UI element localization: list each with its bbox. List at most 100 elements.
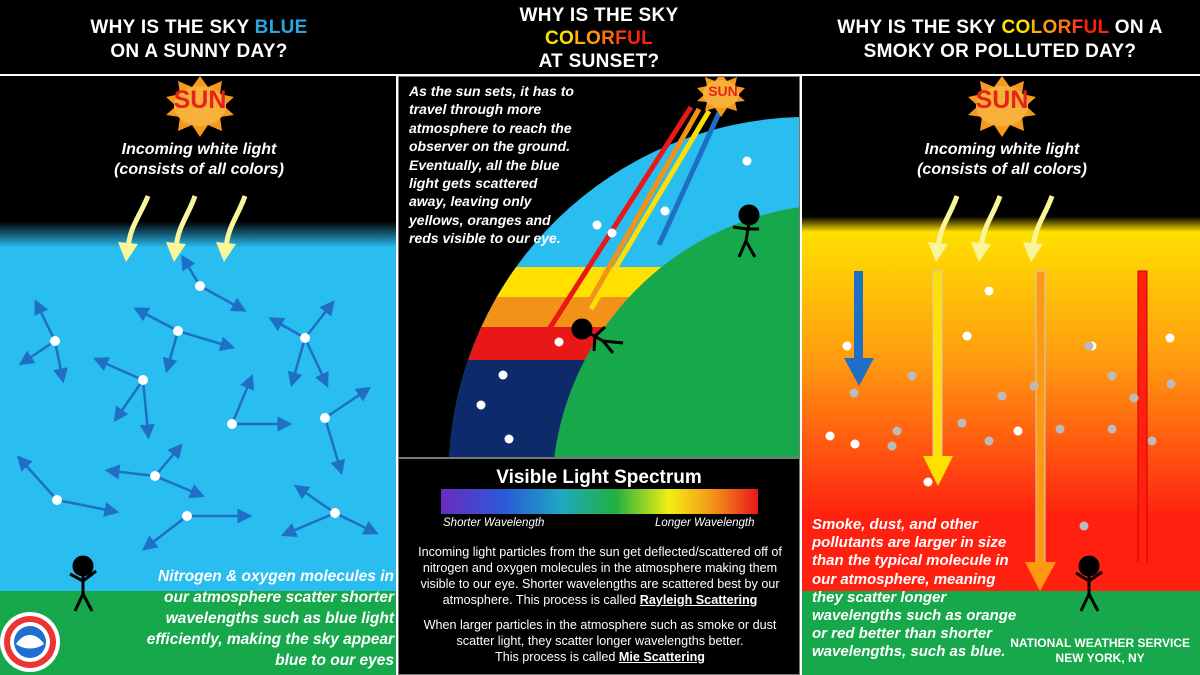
colorful-letter: R xyxy=(601,28,616,49)
right-header-pre: WHY IS THE SKY xyxy=(837,17,1002,38)
colorful-word: COLORFUL xyxy=(545,28,653,49)
right-incoming-caption: Incoming white light (consists of all co… xyxy=(802,140,1200,180)
shorter-wavelength-label: Shorter Wavelength xyxy=(443,517,545,529)
right-header: WHY IS THE SKY COLORFUL ON A SMOKY OR PO… xyxy=(800,16,1200,64)
atmosphere-molecules xyxy=(476,156,752,444)
colorful-letter: R xyxy=(1057,17,1072,38)
incoming-light-arrows xyxy=(125,195,248,249)
middle-header-colorful: COLORFUL xyxy=(398,27,800,50)
sunset-text-line: atmosphere to reach the xyxy=(409,119,572,136)
tilted-observer-figure xyxy=(571,318,624,354)
rayleigh-line2: nitrogen and oxygen molecules in the atm… xyxy=(422,561,778,575)
sun-icon-right xyxy=(968,76,1036,137)
header-divider xyxy=(0,74,1200,76)
spectrum-title: Visible Light Spectrum xyxy=(496,467,702,488)
sunset-text-line: light gets scattered xyxy=(409,175,538,192)
sunset-text-line: yellows, oranges and xyxy=(409,211,551,228)
standing-observer-figure xyxy=(732,204,760,258)
sunset-text-line: observer on the ground. xyxy=(409,138,571,155)
colorful-letter: U xyxy=(627,28,642,49)
right-note-line: than the typical molecule in xyxy=(812,552,1009,570)
right-note-line: wavelengths, such as blue. xyxy=(812,643,1006,661)
sunset-illustration xyxy=(399,77,799,457)
colorful-letter: O xyxy=(559,28,575,49)
scatter-arrows xyxy=(16,254,379,551)
left-panel-illustration xyxy=(0,76,396,675)
incoming-arrowheads-right xyxy=(928,242,1043,262)
mie-line1: When larger particles in the atmosphere … xyxy=(423,618,777,632)
colorful-letter: U xyxy=(1083,17,1098,38)
longer-wavelength-label: Longer Wavelength xyxy=(655,517,755,529)
rayleigh-term: Rayleigh Scattering xyxy=(639,593,758,607)
left-incoming-caption: Incoming white light (consists of all co… xyxy=(0,140,396,180)
middle-header-line1: WHY IS THE SKY xyxy=(519,5,679,26)
incoming-light-arrows-right xyxy=(935,195,1055,249)
smoke-particles-grey xyxy=(849,341,1176,531)
earth-surface xyxy=(554,207,799,457)
sunset-text-line: travel through more xyxy=(409,101,542,118)
colorful-letter: L xyxy=(1030,17,1043,38)
left-incoming-line2: (consists of all colors) xyxy=(114,161,284,178)
right-note-line: or red better than shorter xyxy=(812,625,993,643)
left-header-blue-word: BLUE xyxy=(254,17,308,38)
sunset-text-line: reds visible to our eye. xyxy=(409,230,561,247)
colorful-letter: O xyxy=(586,28,602,49)
left-header-line1: WHY IS THE SKY xyxy=(90,17,255,38)
spectrum-bar xyxy=(441,489,758,514)
rayleigh-line3: visible to our eye. Shorter wavelengths … xyxy=(420,577,780,591)
nws-credit-line1: NATIONAL WEATHER SERVICE xyxy=(1010,636,1190,650)
observer-figure xyxy=(69,555,97,612)
mie-paragraph: When larger particles in the atmosphere … xyxy=(405,617,795,665)
right-note-line: wavelengths such as orange xyxy=(812,607,1017,625)
nws-logo xyxy=(0,612,60,672)
sun-label-right: SUN xyxy=(975,86,1029,114)
nws-credit-line2: NEW YORK, NY xyxy=(1055,651,1145,665)
mie-line3: This process is called xyxy=(495,650,619,664)
right-header-post: ON A xyxy=(1109,17,1163,38)
left-note-line4: efficiently, making the sky appear xyxy=(146,631,394,648)
left-note-line3: wavelengths such as blue light xyxy=(165,610,394,627)
right-note-line: our atmosphere, meaning xyxy=(812,570,996,588)
left-header: WHY IS THE SKY BLUE ON A SUNNY DAY? xyxy=(0,16,398,64)
right-incoming-line1: Incoming white light xyxy=(924,141,1080,158)
nws-credit: NATIONAL WEATHER SERVICE NEW YORK, NY xyxy=(1010,636,1190,666)
colorful-letter: L xyxy=(1097,17,1110,38)
left-note-line1: Nitrogen & oxygen molecules in xyxy=(158,568,394,585)
colorful-letter: F xyxy=(615,28,628,49)
left-incoming-line1: Incoming white light xyxy=(121,141,277,158)
right-ground xyxy=(802,591,1200,675)
mie-term: Mie Scattering xyxy=(618,650,705,664)
sunset-sun-icon xyxy=(697,77,745,117)
colorful-letter: O xyxy=(1015,17,1031,38)
right-note-line: they scatter longer xyxy=(812,588,947,606)
polluted-sky-background xyxy=(802,76,1200,596)
sun-icon xyxy=(166,76,234,137)
colorful-letter: F xyxy=(1071,17,1084,38)
incoming-arrowheads xyxy=(118,242,236,262)
left-panel: Incoming white light (consists of all co… xyxy=(0,76,398,675)
sun-label-mid: SUN xyxy=(708,83,738,99)
rayleigh-line4: atmosphere. This process is called xyxy=(442,593,640,607)
sunset-text-line: Eventually, all the blue xyxy=(409,156,560,173)
colorful-letter: C xyxy=(545,28,560,49)
colorful-letter: C xyxy=(1001,17,1016,38)
visible-light-spectrum: Visible Light Spectrum Shorter Wavelengt… xyxy=(398,458,800,675)
sun-label-left: SUN xyxy=(173,86,227,114)
rayleigh-line1: Incoming light particles from the sun ge… xyxy=(418,545,782,559)
left-note-line2: our atmosphere scatter shorter xyxy=(164,589,394,606)
middle-header-line3: AT SUNSET? xyxy=(538,51,660,72)
right-observer-figure xyxy=(1075,555,1103,612)
polluted-sky-illustration xyxy=(802,76,1200,675)
rayleigh-paragraph: Incoming light particles from the sun ge… xyxy=(405,544,795,608)
colorful-letter: O xyxy=(1042,17,1058,38)
sunlight-rays xyxy=(536,105,722,347)
mie-line2: scatter light, they scatter longer wavel… xyxy=(456,634,744,648)
molecules xyxy=(50,281,340,521)
middle-header: WHY IS THE SKY COLORFUL AT SUNSET? xyxy=(398,4,800,73)
right-note-line: Smoke, dust, and other xyxy=(812,516,978,533)
right-note-line: pollutants are larger in size xyxy=(812,534,1007,552)
right-header-line2: SMOKY OR POLLUTED DAY? xyxy=(863,41,1137,62)
